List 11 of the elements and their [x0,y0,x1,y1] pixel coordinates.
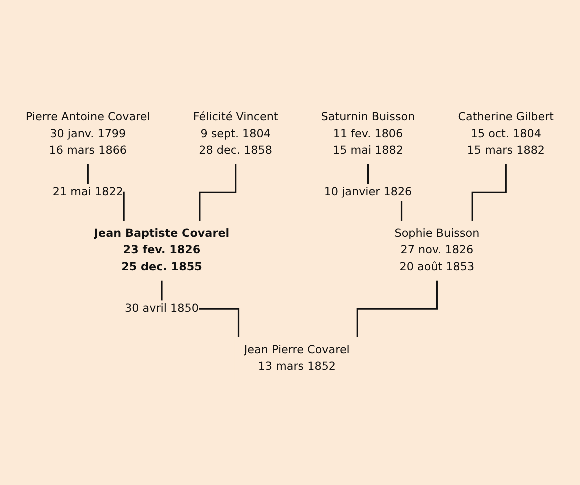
connector [356,280,438,338]
node-text: Saturnin Buisson 11 fev. 1806 15 mai 1882 [321,111,416,158]
edge-label: 10 janvier 1826 [324,186,412,199]
node-text: Félicité Vincent 9 sept. 1804 28 dec. 1858 [193,111,278,158]
connector [472,164,507,221]
connector [199,164,237,221]
edge-label: 21 mai 1822 [52,186,124,199]
node-text: Sophie Buisson 27 nov. 1826 20 août 1853 [394,227,480,274]
node-text: Catherine Gilbert 15 oct. 1804 15 mars 1882 [458,111,554,158]
node-text: Pierre Antoine Covarel 30 janv. 1799 16 mars 1866 [26,111,150,158]
edge-label: 30 avril 1850 [125,302,199,316]
